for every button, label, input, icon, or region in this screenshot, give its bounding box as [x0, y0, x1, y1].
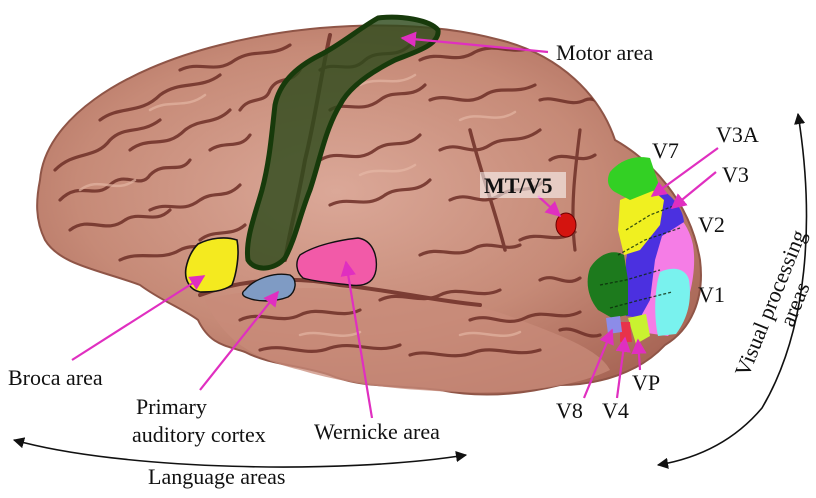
vp-region — [628, 314, 650, 344]
label-motor-area: Motor area — [556, 40, 653, 65]
v8-region — [606, 316, 622, 334]
auditory-cortex-region — [241, 273, 296, 302]
language-areas-arrow — [12, 437, 468, 468]
v8-arrow — [582, 328, 614, 399]
auditory-arrow — [199, 290, 279, 391]
label-language-areas: Language areas — [148, 464, 285, 489]
v4-arrow — [615, 336, 631, 399]
v-dark-green-region — [587, 252, 628, 318]
label-wernicke-area: Wernicke area — [314, 419, 440, 444]
label-primary: Primary — [136, 394, 207, 419]
broca-arrow — [71, 275, 206, 361]
label-vp: VP — [632, 370, 660, 395]
label-v2: V2 — [698, 212, 725, 237]
mt-v5-region — [555, 212, 577, 238]
v7-region — [607, 157, 660, 200]
label-v4: V4 — [602, 398, 629, 423]
label-v1: V1 — [698, 282, 725, 307]
brain — [36, 24, 702, 396]
mt-v5-arrow — [537, 195, 562, 218]
label-auditory-cortex: auditory cortex — [132, 422, 266, 447]
label-v3: V3 — [722, 162, 749, 187]
vp-arrow — [631, 338, 647, 371]
v3a-region — [618, 188, 664, 255]
label-mt-v5: MT/V5 — [484, 173, 552, 198]
label-v3a: V3A — [716, 122, 759, 147]
region-arrows — [12, 112, 808, 469]
visual-processing-arrow — [656, 112, 808, 469]
wernicke-arrow — [340, 260, 374, 419]
label-v8: V8 — [556, 398, 583, 423]
label-broca-area: Broca area — [8, 365, 103, 390]
motor-area-region — [244, 14, 441, 271]
motor-area-arrow — [400, 31, 549, 54]
wernicke-area-region — [296, 237, 378, 287]
label-v7: V7 — [652, 138, 679, 163]
mt-v5-label-bg — [480, 172, 566, 198]
